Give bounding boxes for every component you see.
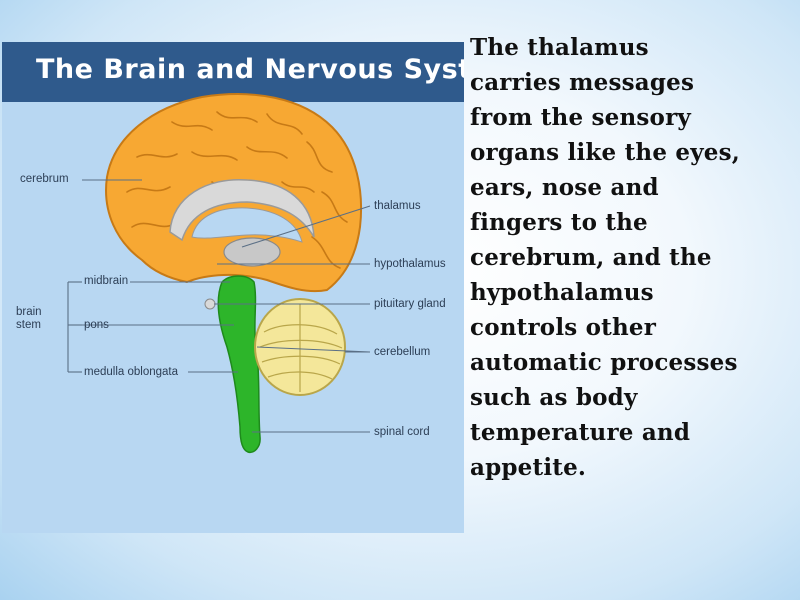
label-pons: pons	[84, 319, 109, 331]
label-cerebrum: cerebrum	[20, 173, 69, 185]
label-brain-stem: brain stem	[16, 306, 42, 331]
description-text: The thalamus carries messages from the s…	[470, 34, 740, 481]
label-thalamus: thalamus	[374, 200, 421, 212]
diagram-banner: The Brain and Nervous System	[2, 42, 464, 102]
ventricle	[191, 207, 303, 243]
label-midbrain: midbrain	[84, 275, 129, 287]
label-hypothalamus: hypothalamus	[374, 258, 446, 270]
thalamus-shape	[223, 237, 281, 267]
brain-illustration	[67, 93, 371, 454]
diagram-title: The Brain and Nervous System	[36, 54, 464, 85]
brain-stem-shape	[217, 275, 261, 454]
label-medulla-oblongata: medulla oblongata	[84, 366, 178, 378]
corpus-callosum	[169, 178, 315, 242]
cerebrum-folds	[126, 111, 348, 269]
label-cerebellum: cerebellum	[374, 346, 431, 358]
pituitary-shape	[204, 298, 216, 310]
leader-lines	[67, 179, 371, 433]
label-pituitary-gland: pituitary gland	[374, 298, 446, 310]
brain-diagram: The Brain and Nervous System	[2, 42, 464, 533]
cerebellum-folds	[259, 304, 343, 392]
label-spinal-cord: spinal cord	[374, 426, 430, 438]
